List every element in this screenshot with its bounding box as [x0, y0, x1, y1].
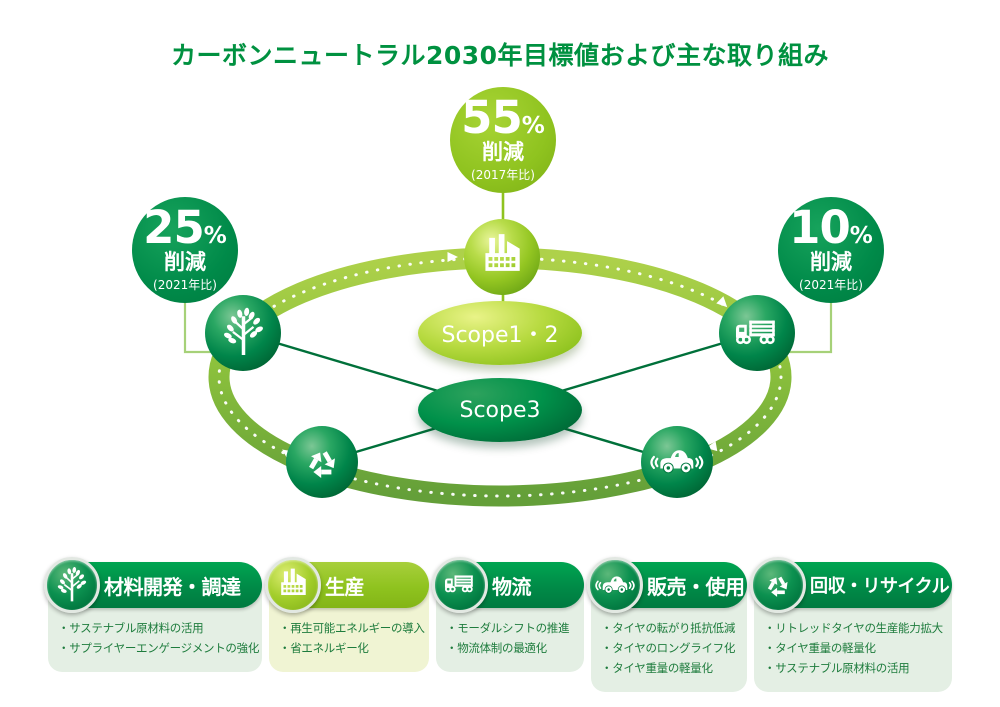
truck-icon [432, 557, 488, 613]
reduction-badge-logistics: 10 % 削減 (2021年比) [778, 197, 884, 303]
card-recycle: 回収・リサイクル リトレッドタイヤの生産能力拡大 タイヤ重量の軽量化 サステナブ… [750, 557, 952, 693]
node-recycle [286, 426, 358, 498]
card-recycle-list: リトレッドタイヤの生産能力拡大 タイヤ重量の軽量化 サステナブル原材料の活用 [760, 618, 946, 678]
badge-basis: (2021年比) [153, 277, 217, 292]
badge-action: 削減 [810, 249, 852, 274]
tree-icon [44, 557, 100, 613]
node-logistics [719, 295, 795, 371]
badge-value: 55 [461, 91, 523, 145]
card-logistics-header: 物流 [432, 557, 584, 613]
list-item: 再生可能エネルギーの導入 [279, 618, 425, 638]
card-title: 販売・使用 [647, 574, 745, 599]
reduction-badge-scope12: 55 % 削減 (2017年比) [450, 87, 556, 193]
card-production-header: 生産 [265, 557, 429, 613]
badge-action: 削減 [164, 249, 206, 274]
node-materials [205, 295, 281, 371]
reduction-badge-materials: 25 % 削減 (2021年比) [132, 197, 238, 303]
card-title: 回収・リサイクル [810, 576, 950, 597]
card-sales-list: タイヤの転がり抵抗低減 タイヤのロングライフ化 タイヤ重量の軽量化 [597, 618, 741, 678]
list-item: サプライヤーエンゲージメントの強化 [58, 638, 259, 658]
list-item: タイヤのロングライフ化 [601, 638, 741, 658]
badge-unit: % [203, 223, 227, 250]
node-factory [464, 219, 540, 295]
node-sales [641, 426, 713, 498]
card-materials: 材料開発・調達 サステナブル原材料の活用 サプライヤーエンゲージメントの強化 [44, 557, 262, 673]
factory-icon [265, 557, 321, 613]
card-title: 物流 [492, 574, 532, 599]
category-cards: 材料開発・調達 サステナブル原材料の活用 サプライヤーエンゲージメントの強化 生… [44, 557, 952, 693]
badge-value: 10 [789, 201, 851, 255]
list-item: モーダルシフトの推進 [446, 618, 578, 638]
scope12-ellipse: Scope1・2 [418, 301, 582, 365]
list-item: タイヤの転がり抵抗低減 [601, 618, 741, 638]
list-item: タイヤ重量の軽量化 [764, 638, 946, 658]
card-logistics-list: モーダルシフトの推進 物流体制の最適化 [442, 618, 578, 658]
badge-unit: % [521, 113, 545, 140]
list-item: サステナブル原材料の活用 [764, 658, 946, 678]
cycle-ring-dots [217, 256, 783, 498]
card-materials-list: サステナブル原材料の活用 サプライヤーエンゲージメントの強化 [54, 618, 259, 658]
card-sales: 販売・使用 タイヤの転がり抵抗低減 タイヤのロングライフ化 タイヤ重量の軽量化 [587, 557, 747, 693]
card-title: 材料開発・調達 [104, 574, 241, 599]
scope3-ellipse: Scope3 [418, 378, 582, 442]
badge-basis: (2021年比) [799, 277, 863, 292]
list-item: タイヤ重量の軽量化 [601, 658, 741, 678]
badge-action: 削減 [482, 139, 524, 164]
list-item: 省エネルギー化 [279, 638, 423, 658]
badge-value: 25 [143, 201, 205, 255]
badge-unit: % [849, 223, 873, 250]
recycle-icon [750, 557, 806, 613]
card-title: 生産 [325, 574, 365, 599]
list-item: 物流体制の最適化 [446, 638, 578, 658]
card-sales-header: 販売・使用 [587, 557, 747, 613]
card-materials-header: 材料開発・調達 [44, 557, 262, 613]
list-item: サステナブル原材料の活用 [58, 618, 256, 638]
list-item: リトレッドタイヤの生産能力拡大 [764, 618, 946, 638]
car-icon [587, 557, 643, 613]
card-logistics: 物流 モーダルシフトの推進 物流体制の最適化 [432, 557, 584, 673]
badge-basis: (2017年比) [471, 167, 535, 182]
card-production-list: 再生可能エネルギーの導入 省エネルギー化 [275, 618, 425, 658]
page-title: カーボンニュートラル2030年目標値および主な取り組み [170, 41, 830, 70]
card-production: 生産 再生可能エネルギーの導入 省エネルギー化 [265, 557, 429, 673]
card-recycle-header: 回収・リサイクル [750, 557, 952, 613]
